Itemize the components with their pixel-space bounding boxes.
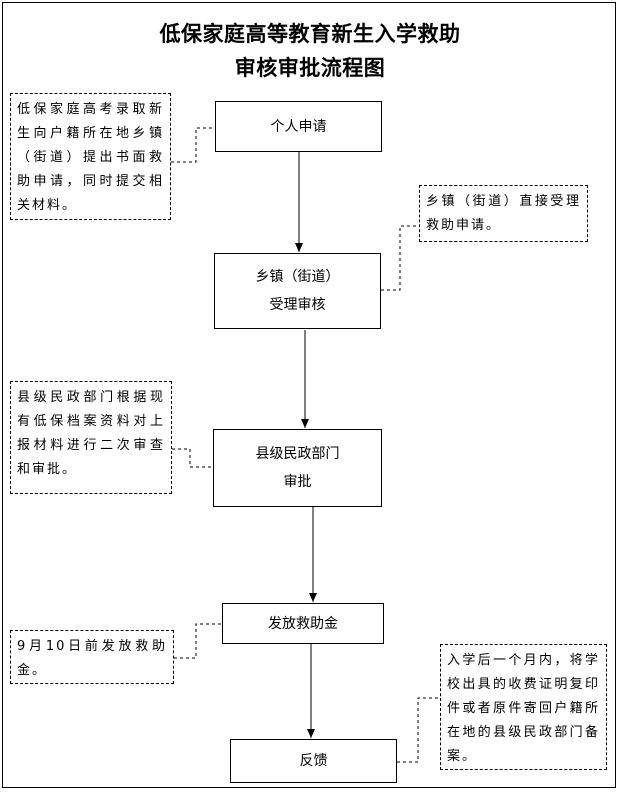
note-application-details: 低保家庭高考录取新生向户籍所在地乡镇（街道）提出书面救助申请，同时提交相关材料。 <box>10 93 171 220</box>
step-feedback: 反馈 <box>230 739 397 783</box>
step-2-label-line2: 受理审核 <box>269 297 326 313</box>
note-feedback-details: 入学后一个月内，将学校出具的收费证明复印件或者原件寄回户籍所在地的县级民政部门备… <box>440 644 607 770</box>
step-1-label: 个人申请 <box>270 118 327 135</box>
step-county-approval: 县级民政部门 审批 <box>213 429 382 507</box>
connector-note2 <box>381 225 419 291</box>
step-4-label: 发放救助金 <box>268 615 338 632</box>
step-issue-aid: 发放救助金 <box>222 603 384 644</box>
connector-note3 <box>172 448 213 468</box>
step-3-label-line1: 县级民政部门 <box>255 446 340 462</box>
step-2-label-line1: 乡镇（街道） <box>255 269 340 285</box>
title-line-2: 审核审批流程图 <box>234 56 386 80</box>
note-aid-issuance-details: 9月10日前发放救助金。 <box>10 630 174 684</box>
connector-note5 <box>397 697 440 763</box>
connector-note1 <box>171 127 216 163</box>
title-line-1: 低保家庭高等教育新生入学救助 <box>159 22 461 46</box>
step-5-label: 反馈 <box>299 753 328 769</box>
step-3-label-line2: 审批 <box>283 474 312 490</box>
note-township-details: 乡镇（街道）直接受理救助申请。 <box>419 185 588 242</box>
step-personal-application: 个人申请 <box>215 101 382 152</box>
connector-note4 <box>174 623 222 659</box>
note-county-details: 县级民政部门根据现有低保档案资料对上报材料进行二次审查和审批。 <box>10 381 172 494</box>
step-township-review: 乡镇（街道） 受理审核 <box>214 253 381 329</box>
